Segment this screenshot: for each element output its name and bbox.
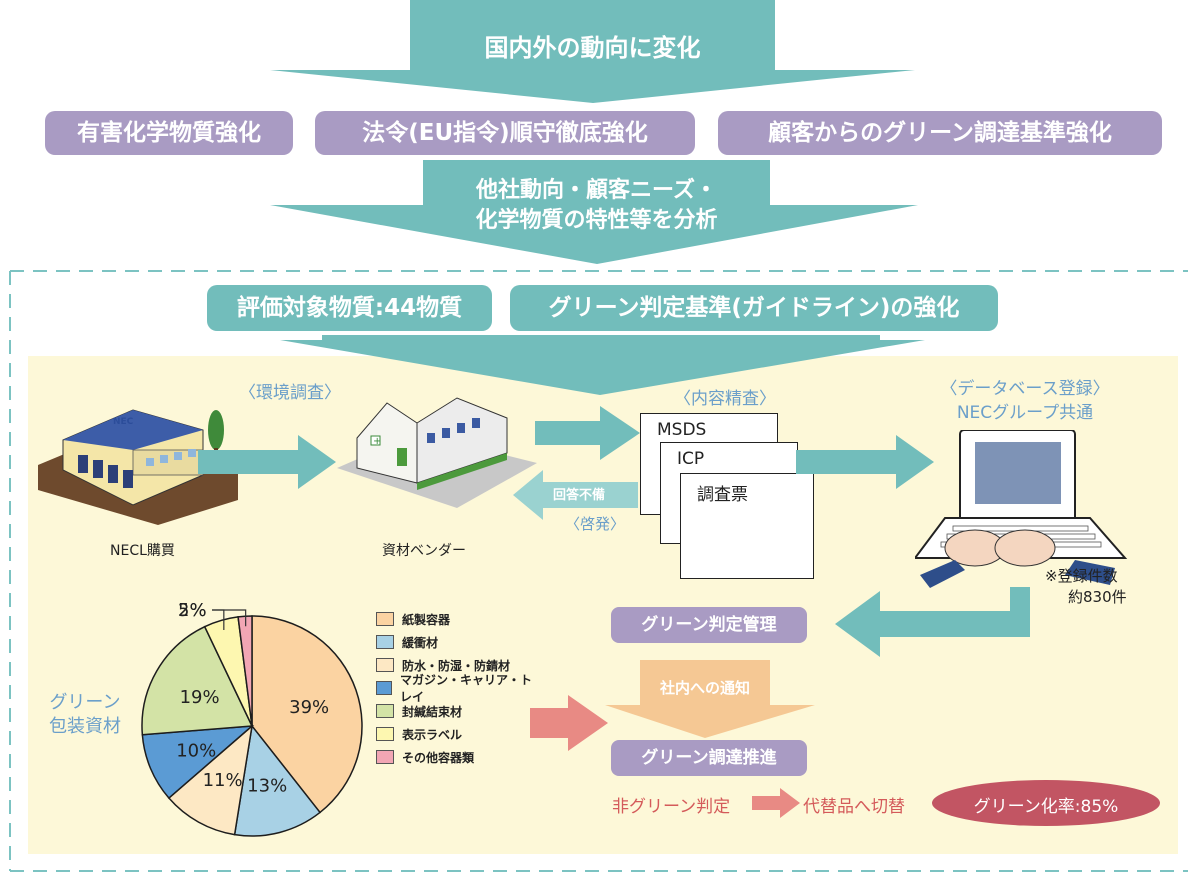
arrow-to-database [796,435,934,489]
legend-swatch-2 [376,658,394,672]
pie-slice-6 [237,615,253,727]
non-green-label: 非グリーン判定 [612,797,731,817]
registered-count-line2: 約830件 [1068,588,1127,606]
svg-text:+: + [373,436,381,447]
pie-leader-6 [212,609,247,627]
legend-swatch-1 [376,635,394,649]
pie-label-5: 5% [178,600,207,621]
internal-notice-arrow [605,660,815,738]
registered-count-line1: ※登録件数 [1045,567,1118,585]
pie-slice-0 [251,615,363,814]
pie-label-0: 39% [289,697,329,718]
reply-incomplete: 回答不備 [553,488,606,503]
review-label: 〈内容精査〉 [674,389,776,409]
arrow-feedback [513,470,638,520]
legend-label-3: マガジン・キャリア・トレイ [399,673,532,704]
factor-customer-green-procurement: 顧客からのグリーン調達基準強化 [718,111,1162,155]
factor-hazardous-chemicals: 有害化学物質強化 [45,111,293,155]
doc-survey-title: 調査票 [697,485,748,505]
enlighten-label: 〈啓発〉 [564,515,625,533]
factor-eu-compliance: 法令(EU指令)順守徹底強化 [315,111,695,155]
arrow-to-vendor [198,435,336,489]
legend-item-6: その他容器類 [376,746,474,768]
top-arrow-label: 国内外の動向に変化 [484,34,701,62]
green-judgement-box: グリーン判定管理 [611,607,807,643]
vendor-label: 資材ベンダー [382,543,466,559]
legend-item-4: 封緘結束材 [376,700,462,722]
legend-item-3: マガジン・キャリア・トレイ [376,673,536,704]
pie-label-4: 19% [180,687,220,708]
doc-survey-sheet: 調査票 [680,473,814,579]
green-rate-label: グリーン化率:85% [973,797,1119,817]
computer-illustration [915,430,1128,588]
legend-swatch-3 [376,681,392,695]
pie-label-1: 13% [247,776,287,797]
internal-notice-label: 社内への通知 [659,679,750,697]
pie-label-3: 10% [176,740,216,761]
legend-label-6: その他容器類 [402,750,475,765]
legend-item-0: 紙製容器 [376,608,450,630]
green-rate-oval [932,780,1160,826]
db-label-line2: NECグループ共通 [956,403,1094,423]
arrow-pie-to-procurement [530,695,608,751]
survey-label: 〈環境調査〉 [239,383,341,403]
legend-label-2: 防水・防湿・防錆材 [402,658,511,673]
buyer-label: NECL購買 [110,543,175,559]
db-label-line1: 〈データベース登録〉 [940,379,1110,399]
top-arrow [270,0,915,103]
criteria-arrow [280,335,925,395]
legend-item-1: 緩衝材 [376,631,438,653]
legend-swatch-0 [376,612,394,626]
analysis-arrow [270,160,918,264]
building-sign: NEC [113,417,134,427]
analysis-arrow-line2: 化学物質の特性等を分析 [475,208,718,233]
pie-label-2: 11% [203,770,243,791]
legend-label-4: 封緘結束材 [402,704,463,719]
criteria-green-guideline: グリーン判定基準(ガイドライン)の強化 [510,285,998,331]
pie-title-line1: グリーン [49,692,121,713]
pie-slice-2 [167,724,254,836]
replace-arrow [752,788,800,818]
arrow-to-review [535,406,640,460]
legend-label-0: 紙製容器 [402,612,451,627]
criteria-substances: 評価対象物質:44物質 [207,285,492,331]
doc-msds-title: MSDS [657,420,707,440]
legend-swatch-6 [376,750,394,764]
pie-label-6: 2% [178,600,207,621]
pie-title-line2: 包装資材 [49,716,121,737]
vendor-illustration: + [337,397,537,508]
arrow-to-judgement [835,587,1030,657]
legend-label-5: 表示ラベル [402,727,463,742]
analysis-arrow-line1: 他社動向・顧客ニーズ・ [476,178,717,203]
legend-label-1: 緩衝材 [402,635,439,650]
pie-legend: 紙製容器緩衝材防水・防湿・防錆材マガジン・キャリア・トレイ封緘結束材表示ラベルそ… [376,608,536,768]
legend-swatch-5 [376,727,394,741]
legend-item-2: 防水・防湿・防錆材 [376,654,510,676]
green-procurement-box: グリーン調達推進 [611,740,807,776]
factory-illustration [38,409,238,525]
legend-swatch-4 [376,704,394,718]
legend-item-5: 表示ラベル [376,723,462,745]
replace-label: 代替品へ切替 [803,797,905,817]
pie-slice-1 [233,724,322,837]
doc-icp-title: ICP [677,449,705,469]
pie-slice-4 [141,625,254,736]
